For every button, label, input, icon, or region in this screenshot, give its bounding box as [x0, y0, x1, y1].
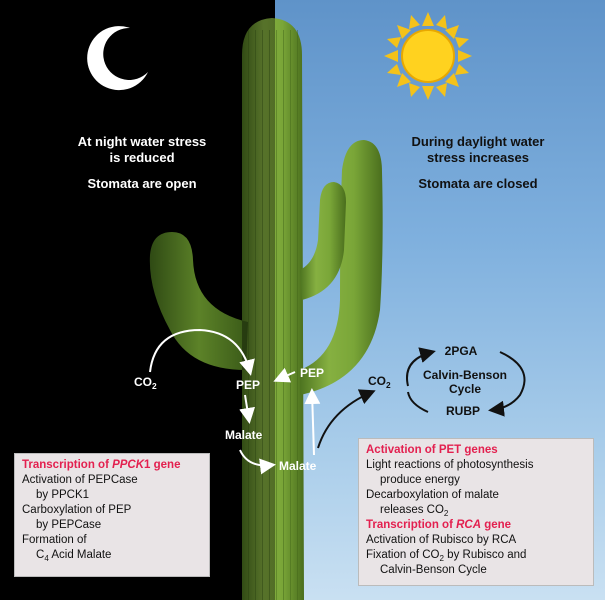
co2-left-label: CO2	[134, 375, 157, 391]
night-caption-line2: is reduced	[109, 150, 175, 165]
pep-left-label: PEP	[236, 378, 261, 392]
malate-right-label: Malate	[279, 459, 317, 473]
box-item: produce energy	[380, 474, 460, 486]
arrow-co2-to-pep	[149, 328, 255, 376]
calvin-arrows	[317, 347, 526, 449]
co2-right-label: CO2	[368, 374, 391, 390]
arrow-malate-to-co2	[317, 389, 376, 449]
calvin-cycle-arrow-right	[488, 351, 526, 417]
pet-heading: Activation of PET genes	[366, 444, 498, 456]
box-item: Formation of	[22, 534, 87, 546]
box-item: Activation of Rubisco by RCA	[366, 534, 517, 546]
box-item: releases CO2	[380, 504, 449, 518]
arrow-malate-to-pep	[304, 388, 321, 456]
calvin-rubp-label: RUBP	[445, 404, 480, 418]
calvin-cycle-label: Calvin-Benson Cycle	[422, 368, 507, 396]
day-caption-line1: During daylight water	[411, 134, 545, 149]
box-item: Calvin-Benson Cycle	[380, 564, 487, 576]
day-gene-box: Activation of PET genes Light reactions …	[358, 438, 594, 586]
pep-right-label: PEP	[300, 366, 325, 380]
arrow-pep-to-pep	[273, 367, 296, 383]
box-item: C4 Acid Malate	[36, 549, 112, 563]
night-caption-line1: At night water stress	[77, 134, 207, 149]
box-item: Decarboxylation of malate	[366, 489, 499, 501]
cactus-illustration	[149, 18, 383, 600]
ppck1-heading: Transcription of PPCK1 gene	[22, 459, 181, 471]
rca-heading: Transcription of RCA gene	[366, 519, 512, 531]
arrow-malate-to-malate	[239, 449, 276, 475]
day-stomata-text: Stomata are closed	[418, 176, 538, 191]
moon-icon	[87, 26, 148, 91]
calvin-2pga-label: 2PGA	[444, 344, 478, 358]
box-item: by PPCK1	[36, 489, 90, 501]
pathway-arrows	[149, 328, 321, 475]
box-item: Activation of PEPCase	[22, 474, 138, 486]
arrow-pep-to-malate	[239, 394, 256, 424]
box-item: Fixation of CO2 by Rubisco and	[366, 549, 527, 563]
sun-icon	[384, 12, 472, 100]
box-item: Carboxylation of PEP	[22, 504, 132, 516]
night-stomata-text: Stomata are open	[87, 176, 197, 191]
box-item: by PEPCase	[36, 519, 102, 531]
night-caption: At night water stress is reduced Stomata…	[42, 134, 242, 192]
day-caption-line2: stress increases	[427, 150, 529, 165]
malate-center-label: Malate	[225, 428, 263, 442]
calvin-cycle-arrow-bottom	[407, 391, 429, 413]
box-item: Light reactions of photosynthesis	[366, 459, 534, 471]
night-gene-box: Transcription of PPCK1 gene Activation o…	[14, 453, 210, 577]
day-caption: During daylight water stress increases S…	[378, 134, 578, 192]
calvin-cycle-arrow-top	[406, 347, 436, 387]
